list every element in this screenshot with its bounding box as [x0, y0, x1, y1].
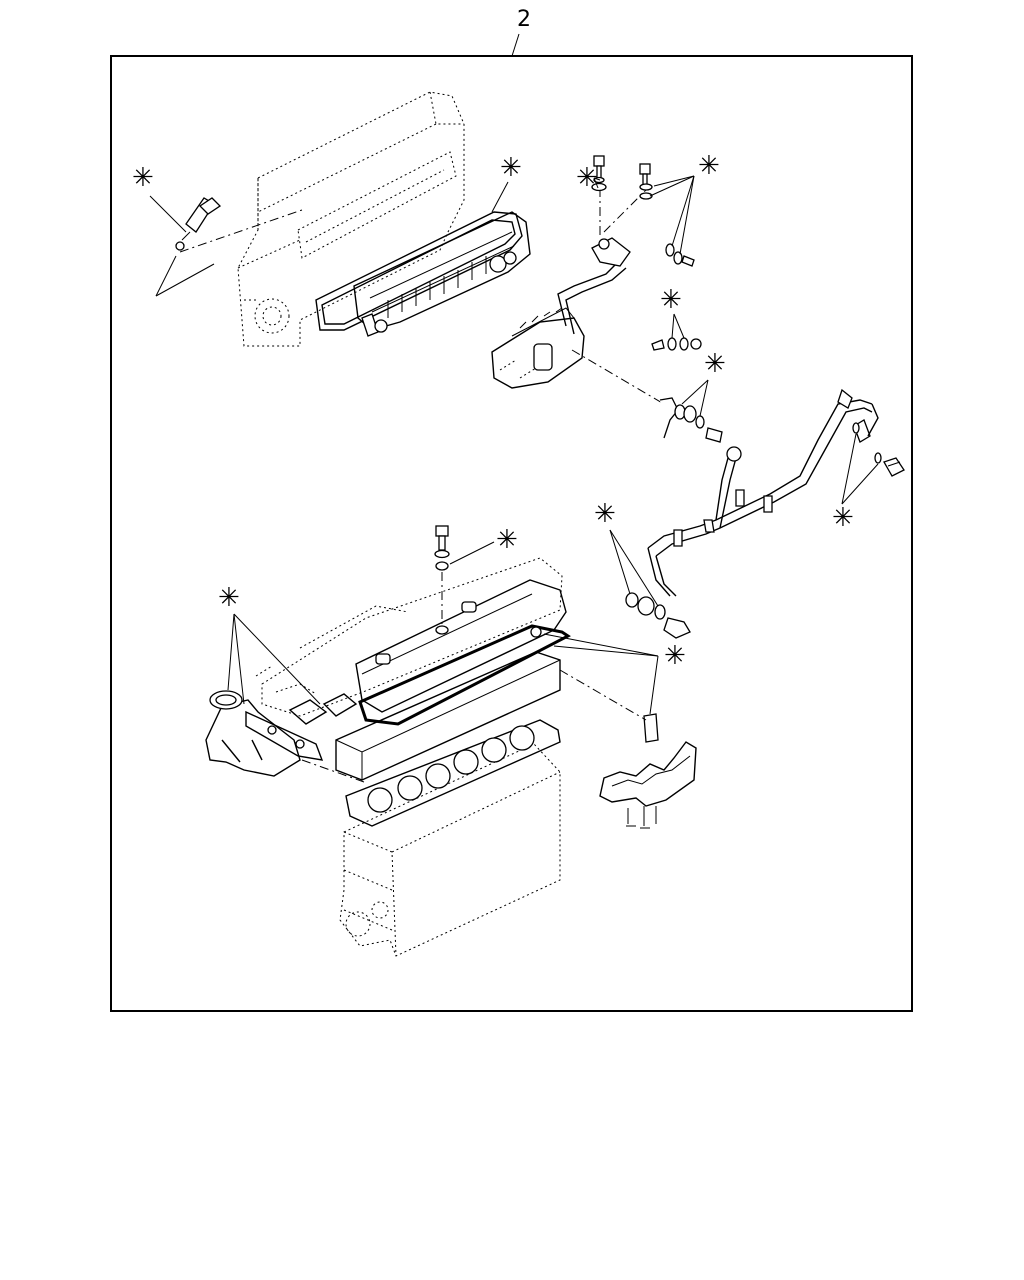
pipe-end-bolt	[874, 452, 905, 477]
callout-leader	[511, 33, 520, 57]
asterisk-marker: ✳	[664, 641, 686, 671]
valve-cover-gasket-upper	[315, 211, 523, 331]
asterisk-marker: ✳	[594, 499, 616, 529]
fuel-injector	[175, 197, 303, 253]
pipe-bolts-lower	[625, 592, 691, 639]
exhaust-gaskets	[288, 693, 659, 743]
asterisk-marker: ✳	[576, 163, 598, 193]
valve-cover-bolt	[434, 525, 450, 624]
banjo-fitting	[571, 349, 723, 443]
rocker-cover-outline	[255, 557, 563, 717]
asterisk-marker: ✳	[132, 163, 154, 193]
asterisk-marker: ✳	[218, 583, 240, 613]
lower-engine-block	[339, 743, 561, 957]
asterisk-marker: ✳	[832, 503, 854, 533]
asterisk-marker: ✳	[496, 525, 518, 555]
callout-number: 2	[517, 7, 531, 32]
injection-pump	[353, 211, 531, 337]
intake-manifold	[205, 690, 324, 777]
diagram-frame	[110, 55, 913, 1012]
asterisk-marker: ✳	[660, 285, 682, 315]
valve-cover	[355, 579, 567, 713]
asterisk-marker: ✳	[500, 153, 522, 183]
cylinder-head	[335, 651, 561, 781]
upper-engine-block	[237, 91, 465, 347]
oil-cooler-assembly	[491, 237, 631, 389]
asterisk-marker: ✳	[698, 151, 720, 181]
oil-pipe	[647, 388, 879, 597]
fittings-middle	[651, 337, 702, 351]
cylinder-head-gasket	[345, 719, 561, 827]
exhaust-manifold	[599, 741, 697, 829]
valve-cover-gasket-lower	[358, 624, 571, 726]
asterisk-marker: ✳	[704, 349, 726, 379]
